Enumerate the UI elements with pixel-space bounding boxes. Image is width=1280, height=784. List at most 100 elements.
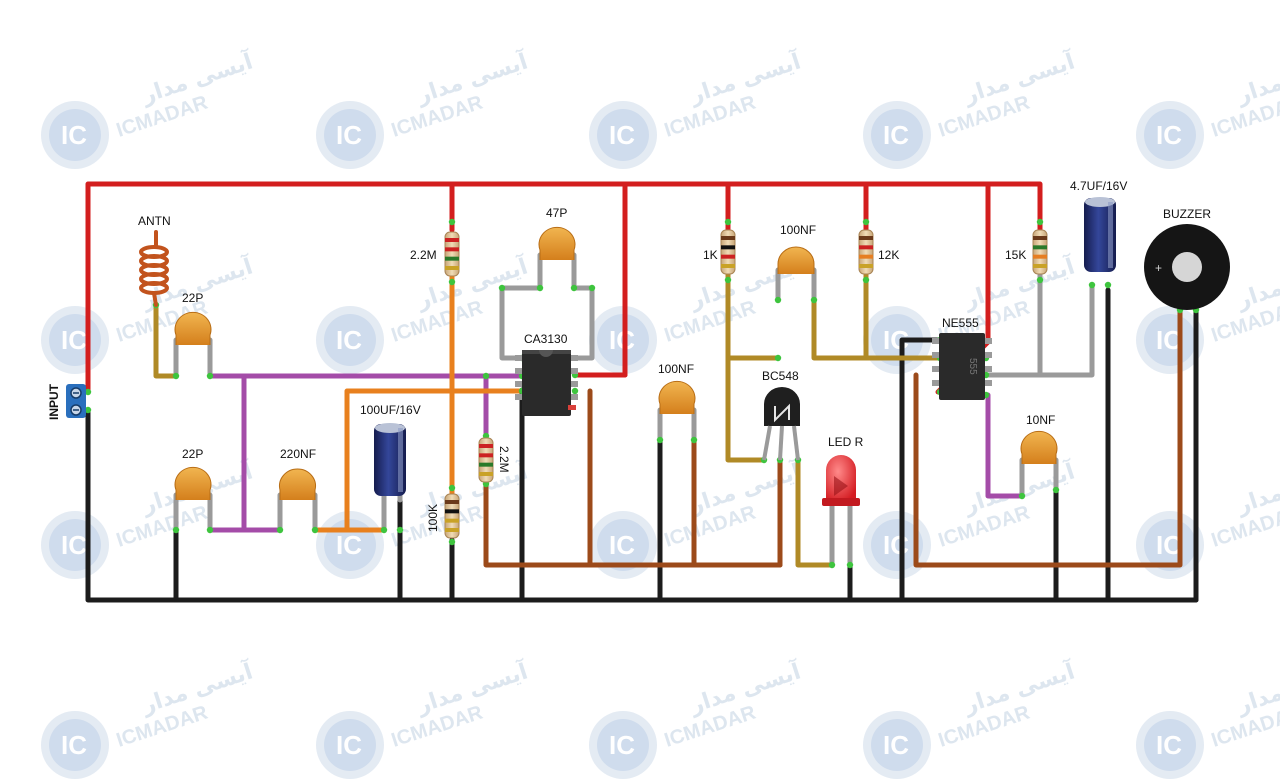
resistor-2m2-vertical: [478, 437, 494, 483]
orange-signal-wire: [312, 272, 525, 533]
watermark-badge-text: IC: [609, 120, 635, 150]
cap-22p-top-label: 22P: [182, 291, 203, 305]
watermark-badge-text: IC: [336, 120, 362, 150]
cap-4u7-label: 4.7UF/16V: [1070, 179, 1127, 193]
wire-layer: [84, 181, 1200, 603]
res-1k-label: 1K: [703, 248, 718, 262]
cap-100nf-mid-label: 100NF: [658, 362, 694, 376]
junction-dot: [1018, 492, 1026, 500]
junction-dot: [84, 388, 92, 396]
res-12k-label: 12K: [878, 248, 899, 262]
watermark-badge-text: IC: [1156, 120, 1182, 150]
cap-47p-label: 47P: [546, 206, 567, 220]
gray-lead-wire: [173, 252, 1095, 568]
ic-ne555: NE555 555: [932, 316, 992, 400]
junction-dot: [396, 526, 404, 534]
junction-dot: [448, 538, 456, 546]
junction-dot: [724, 218, 732, 226]
junction-dot: [536, 284, 544, 292]
junction-dot: [276, 526, 284, 534]
junction-dot: [1052, 486, 1060, 494]
cap-22p-bottom-label: 22P: [182, 447, 203, 461]
buzzer-plus-sign: +: [1155, 261, 1162, 275]
junction-dot: [172, 372, 180, 380]
ic-ne555-label: NE555: [942, 316, 979, 330]
junction-dot: [448, 484, 456, 492]
watermark-badge-text: IC: [883, 530, 909, 560]
resistor-12k: [858, 229, 874, 275]
watermark-badge-text: IC: [336, 530, 362, 560]
junction-dot: [172, 526, 180, 534]
capacitor-22p-bottom: 22P: [174, 447, 212, 500]
input-label: INPUT: [47, 383, 61, 420]
capacitor-100nf-mid: 100NF: [658, 362, 696, 414]
junction-dot: [498, 284, 506, 292]
junction-dot: [774, 354, 782, 362]
brown-signal-wire: [483, 307, 1183, 568]
capacitor-100uf: 100UF/16V: [360, 403, 421, 496]
watermark-badge-text: IC: [609, 730, 635, 760]
buzzer-label: BUZZER: [1163, 207, 1211, 221]
watermark-badge-text: IC: [609, 530, 635, 560]
junction-dot: [810, 296, 818, 304]
capacitor-4u7: 4.7UF/16V: [1070, 179, 1127, 272]
junction-dot: [84, 406, 92, 414]
watermark-badge-text: IC: [1156, 730, 1182, 760]
junction-dot: [862, 276, 870, 284]
res-2m2-vertical-label: 2.2M: [497, 446, 511, 473]
ic-ca3130-label: CA3130: [524, 332, 568, 346]
res-100k-label: 100K: [426, 504, 440, 532]
capacitor-22p-top: 22P: [174, 291, 212, 345]
junction-dot: [656, 436, 664, 444]
chip-marking: 555: [967, 358, 978, 375]
watermark-badge-text: IC: [883, 730, 909, 760]
input-terminal: INPUT: [47, 383, 86, 420]
antenna-label: ANTN: [138, 214, 171, 228]
junction-dot: [380, 526, 388, 534]
olive-signal-wire: [153, 267, 943, 568]
gnd-wire: [85, 287, 1199, 603]
watermark-badge-text: IC: [336, 730, 362, 760]
cap-100nf-top-label: 100NF: [780, 223, 816, 237]
junction-dot: [570, 284, 578, 292]
junction-dot: [588, 284, 596, 292]
resistor-2m2-top: [444, 231, 460, 277]
junction-dot: [1104, 281, 1112, 289]
capacitor-100nf-top: 100NF: [777, 223, 816, 274]
resistor-100k: [444, 493, 460, 539]
ic-ca3130: CA3130: [515, 332, 578, 416]
junction-dot: [1088, 281, 1096, 289]
junction-dot: [571, 387, 579, 395]
resistor-1k: [720, 229, 736, 275]
capacitor-47p: 47P: [538, 206, 576, 260]
res-2m2-top-label: 2.2M: [410, 248, 437, 262]
junction-dot: [724, 276, 732, 284]
junction-dot: [846, 561, 854, 569]
watermark-badge-text: IC: [61, 730, 87, 760]
junction-dot: [1036, 276, 1044, 284]
junction-dot: [482, 372, 490, 380]
watermark-badge-text: IC: [61, 530, 87, 560]
junction-dot: [448, 278, 456, 286]
junction-dot: [1036, 218, 1044, 226]
res-15k-label: 15K: [1005, 248, 1026, 262]
watermark-badge-text: IC: [883, 120, 909, 150]
capacitor-220nf: 220NF: [279, 447, 316, 500]
cap-100uf-label: 100UF/16V: [360, 403, 421, 417]
watermark-badge-text: IC: [609, 325, 635, 355]
